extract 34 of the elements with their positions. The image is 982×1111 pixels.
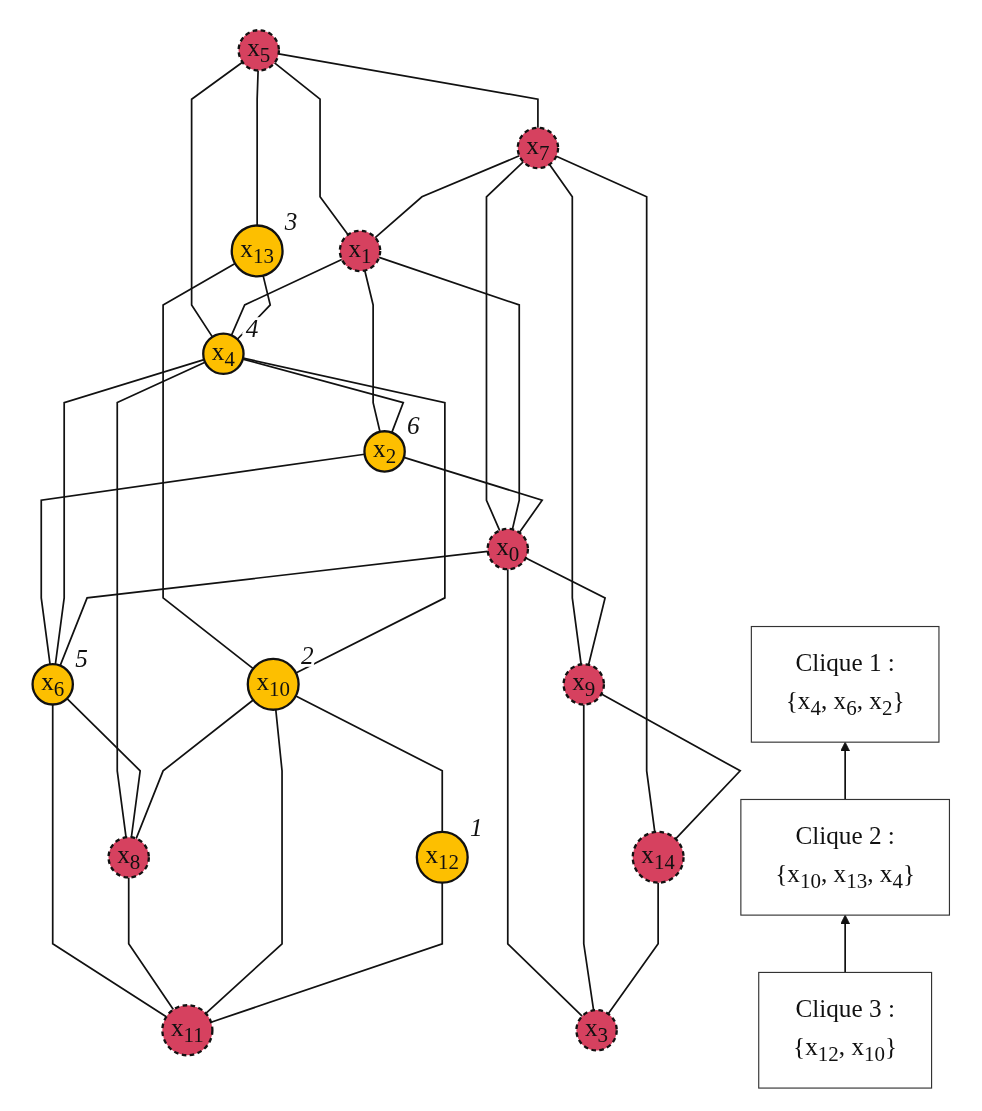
connector — [162, 262, 255, 670]
node-circle: x$_{12}$ — [415, 830, 469, 884]
connector — [600, 693, 742, 840]
connector — [485, 161, 525, 532]
node-circle: x$_{2}$ — [363, 430, 406, 473]
connector — [230, 258, 343, 337]
connector — [190, 61, 244, 338]
connector — [273, 62, 349, 236]
node-circle: x$_{10}$ — [246, 657, 300, 711]
node-circle: x$_{4}$ — [202, 332, 245, 376]
clique-order-number: 5 — [75, 645, 88, 673]
node-box: Clique 1 : {x$_{4}$, x$_{6}$, x$_{2}$} — [750, 625, 940, 743]
node-circle: x$_{9}$ — [562, 663, 606, 706]
node-circle: x$_{1}$ — [338, 229, 382, 273]
clique-order-number: 3 — [284, 208, 298, 236]
arrow — [840, 914, 851, 974]
node-box: Clique 3 : {x$_{12}$, x$_{10}$} — [758, 971, 933, 1089]
node-circle: x$_{5}$ — [237, 29, 281, 72]
arrow — [840, 741, 851, 801]
connector — [374, 154, 521, 239]
node-circle: x$_{8}$ — [107, 836, 150, 879]
node-circle: x$_{7}$ — [516, 126, 560, 170]
connector — [242, 357, 446, 674]
node-circle: x$_{6}$ — [31, 663, 75, 706]
node-box: Clique 2 : {x$_{10}$, x$_{13}$, x$_{4}$} — [740, 798, 950, 916]
clique-order-number: 6 — [407, 412, 420, 440]
clique-order-number: 1 — [469, 814, 483, 842]
node-circle: x$_{0}$ — [486, 527, 530, 571]
node-circle: x$_{3}$ — [575, 1008, 618, 1052]
node-circle: x$_{14}$ — [631, 830, 685, 884]
clique-order-number: 2 — [300, 641, 314, 669]
connector — [555, 155, 656, 833]
node-circle: x$_{11}$ — [161, 1004, 214, 1057]
node-circle: x$_{13}$ — [230, 224, 284, 278]
